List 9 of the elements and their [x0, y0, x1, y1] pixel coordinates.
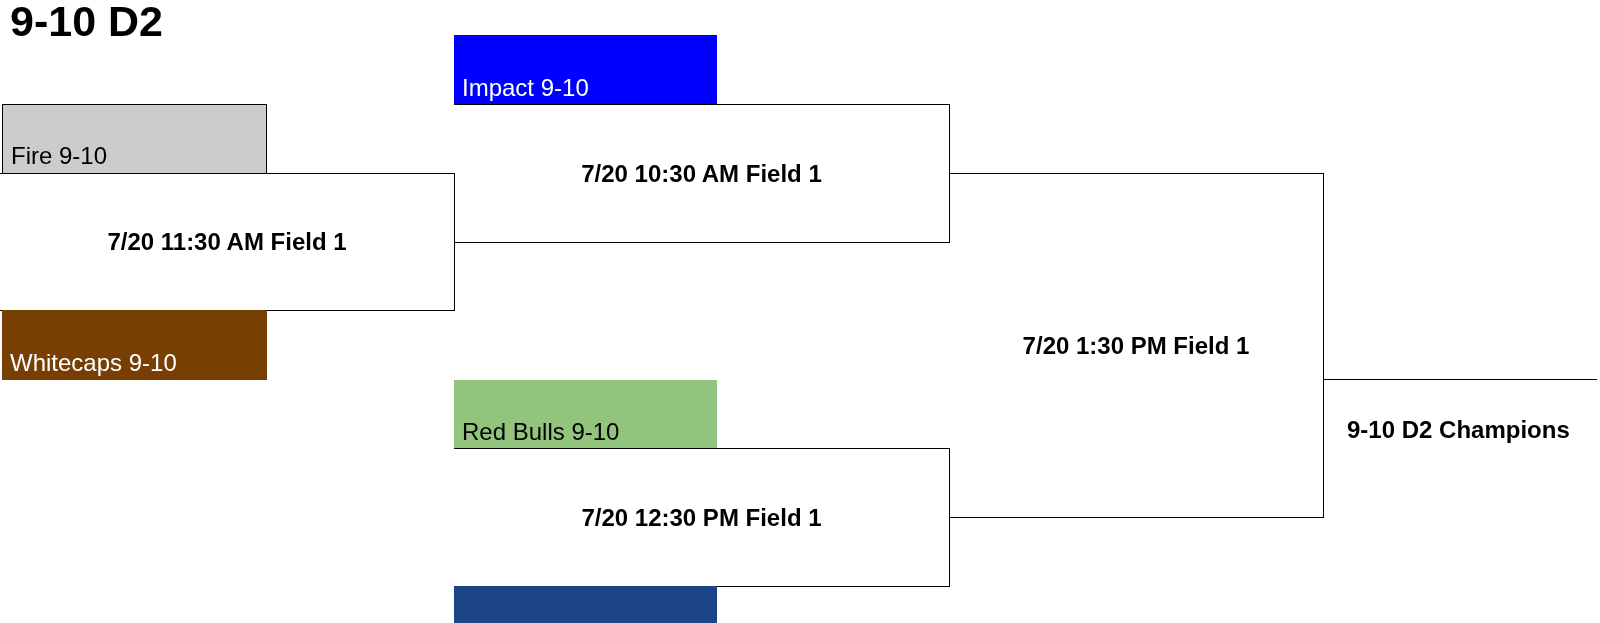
- champion-line: 9-10 D2 Champions: [1323, 379, 1597, 451]
- team-banner: Impact 9-10: [454, 35, 717, 105]
- team-banner: Whitecaps 9-10: [2, 310, 267, 380]
- match-bracket: 7/20 1:30 PM Field 1: [949, 173, 1324, 518]
- team-banner: Red Bulls 9-10: [454, 380, 717, 449]
- title: 9-10 D2: [10, 0, 163, 43]
- match-bracket: 7/20 10:30 AM Field 1: [454, 104, 950, 243]
- team-banner: [454, 586, 717, 623]
- team-banner: Fire 9-10: [2, 104, 267, 174]
